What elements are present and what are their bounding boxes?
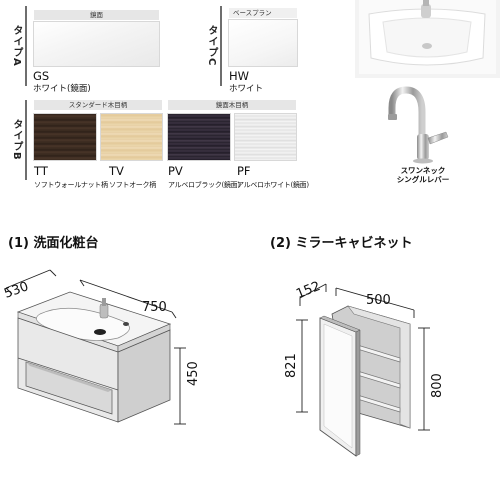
type-b-name-tt: ソフトウォールナット柄: [34, 181, 108, 189]
type-b-tag-label: タイプB: [11, 119, 22, 161]
faucet-image: [388, 86, 449, 164]
type-b-swatch-pf: [235, 114, 296, 160]
mirror-cabinet-diagram: [296, 283, 430, 457]
vanity-diagram: [5, 269, 186, 425]
faucet-label-line2: シングルレバー: [396, 175, 450, 184]
type-b-code-pv: PV: [168, 164, 183, 178]
type-c-swatch-hw: [229, 20, 297, 66]
faucet-label: スワンネック シングルレバー: [378, 166, 468, 184]
type-b-code-tv: TV: [109, 164, 124, 178]
type-a-code: GS: [33, 69, 50, 83]
mirror-height-left-label: 821: [284, 353, 299, 378]
type-b-tag: タイプB: [8, 100, 27, 180]
type-a-tag-label: タイプA: [11, 25, 22, 67]
vanity-height-label: 450: [186, 361, 201, 386]
vanity-title: (1) 洗面化粧台: [8, 236, 99, 251]
type-a-tag: タイプA: [8, 6, 27, 86]
type-c-tag-label: タイプC: [206, 25, 217, 67]
type-b-header-wood: スタンダード木目柄: [34, 100, 162, 110]
mirror-width-label: 500: [366, 293, 391, 308]
type-a-header: 鏡面: [34, 10, 159, 20]
type-c-header: ベースプラン: [229, 8, 297, 18]
type-b-swatch-pv: [168, 114, 230, 160]
type-b-name-pv: アルベロブラック(鏡面): [168, 181, 240, 189]
type-c-code: HW: [229, 69, 250, 83]
faucet-label-line1: スワンネック: [400, 166, 446, 175]
basin-photo: [355, 0, 500, 78]
vanity-width-label: 750: [142, 300, 167, 315]
type-b-swatch-tt: [34, 114, 96, 160]
type-b-code-tt: TT: [34, 164, 48, 178]
mirror-height-right-label: 800: [430, 373, 445, 398]
type-c-tag: タイプC: [203, 6, 222, 86]
type-b-name-pf: アルベロホワイト(鏡面): [237, 181, 309, 189]
type-b-name-tv: ソフトオーク柄: [109, 181, 156, 189]
type-a-name: ホワイト(鏡面): [33, 84, 91, 94]
type-b-swatch-tv: [101, 114, 162, 160]
type-c-name: ホワイト: [229, 84, 264, 94]
type-a-swatch-gs: [34, 22, 159, 66]
type-b-header-mirror: 鏡面木目柄: [168, 100, 296, 110]
type-b-code-pf: PF: [237, 164, 251, 178]
mirror-cabinet-title: (2) ミラーキャビネット: [270, 236, 413, 251]
